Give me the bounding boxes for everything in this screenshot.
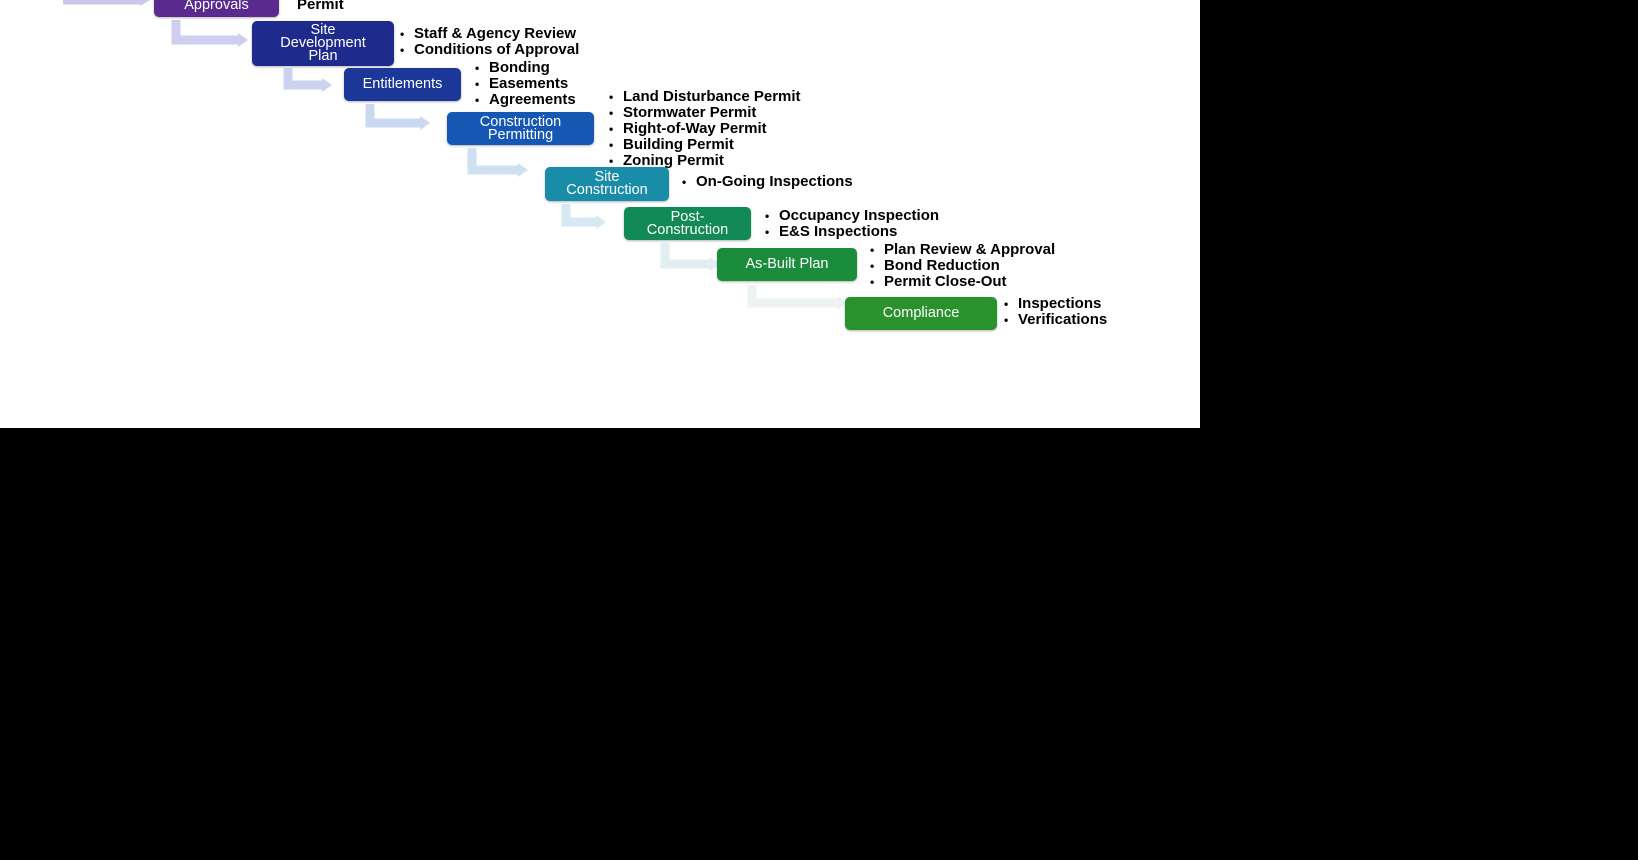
arrowhead-7 <box>838 296 846 310</box>
arrowhead-6 <box>710 257 720 271</box>
bullet-text: Right-of-Way Permit <box>623 120 767 137</box>
step-site-construction: Site Construction <box>545 167 669 201</box>
step-site-development-plan: Site Development Plan <box>252 21 394 66</box>
bullet-item: Land Disturbance Permit <box>609 89 801 105</box>
step-post-construction: Post- Construction <box>624 207 751 240</box>
step-label: Site <box>594 169 620 185</box>
bullet-item: Zoning Permit <box>609 153 801 169</box>
step-label: Construction <box>566 182 648 198</box>
bullet-item: Stormwater Permit <box>609 105 801 121</box>
bullet-text: Plan Review & Approval <box>884 241 1056 258</box>
bullet-text: Verifications <box>1018 311 1108 328</box>
bullets-site-construction: On-Going Inspections <box>682 174 853 190</box>
bullets-site-development-plan: Staff & Agency Review Conditions of Appr… <box>400 26 579 58</box>
bullet-text: Staff & Agency Review <box>414 25 576 42</box>
bullet-item: Easements <box>475 76 576 92</box>
bullet-text: Bond Reduction <box>884 257 1000 274</box>
bullet-text: Occupancy Inspection <box>779 207 940 224</box>
step-label: Entitlements <box>362 76 443 92</box>
step-label: As-Built Plan <box>745 256 829 272</box>
arrowhead-3 <box>420 116 430 130</box>
arrowhead-4 <box>518 163 528 177</box>
bullet-item: Verifications <box>1004 312 1107 328</box>
bullet-item: Bonding <box>475 60 576 76</box>
bullets-post-construction: Occupancy Inspection E&S Inspections <box>765 208 939 240</box>
arrow-3 <box>365 104 420 128</box>
bullet-item: Inspections <box>1004 296 1107 312</box>
arrowhead-0 <box>140 0 150 6</box>
arrow-6 <box>660 243 710 269</box>
step-label: Plan <box>308 48 338 64</box>
arrow-2 <box>283 68 322 90</box>
bullet-text: Bonding <box>489 59 550 76</box>
bullet-item: On-Going Inspections <box>682 174 853 190</box>
bullets-approvals: Permit <box>297 0 344 12</box>
bullet-text: Inspections <box>1018 295 1102 312</box>
bullet-text: Stormwater Permit <box>623 104 757 121</box>
step-label: Site <box>310 22 336 38</box>
bullets-construction-permitting: Land Disturbance Permit Stormwater Permi… <box>609 89 801 169</box>
bullet-item: Conditions of Approval <box>400 42 579 58</box>
process-diagram: Approvals Permit Site Development Plan S… <box>0 0 1200 428</box>
bullet-text: Permit <box>297 0 344 13</box>
step-label: Construction <box>646 221 729 238</box>
bullet-item: Bond Reduction <box>870 258 1055 274</box>
bullet-text: Zoning Permit <box>623 152 724 169</box>
bullet-item: Right-of-Way Permit <box>609 121 801 137</box>
bullet-text: Land Disturbance Permit <box>623 88 801 105</box>
step-compliance: Compliance <box>845 297 997 330</box>
step-label: Permitting <box>487 126 554 143</box>
step-label: Approvals <box>184 0 249 13</box>
step-as-built-plan: As-Built Plan <box>717 248 857 281</box>
step-entitlements: Entitlements <box>344 68 461 101</box>
bullet-item: Occupancy Inspection <box>765 208 939 224</box>
arrow-4 <box>467 148 518 175</box>
bullet-text: Conditions of Approval <box>414 41 580 58</box>
bullets-entitlements: Bonding Easements Agreements <box>475 60 576 108</box>
arrow-5 <box>561 204 596 227</box>
bullet-text: Easements <box>489 75 569 92</box>
bullet-item: E&S Inspections <box>765 224 939 240</box>
bullet-item: Building Permit <box>609 137 801 153</box>
bullet-text: Permit Close-Out <box>884 273 1007 290</box>
step-label: Post- <box>670 208 705 225</box>
arrowhead-1 <box>238 33 248 47</box>
arrow-1 <box>171 20 238 45</box>
bullet-item: Permit <box>297 0 344 12</box>
bullet-item: Permit Close-Out <box>870 274 1055 290</box>
connector-arrows <box>63 0 846 310</box>
bullet-text: On-Going Inspections <box>696 173 853 190</box>
step-label: Development <box>280 35 366 51</box>
step-construction-permitting: Construction Permitting <box>447 112 594 145</box>
arrowhead-2 <box>322 78 332 92</box>
bullet-text: E&S Inspections <box>779 223 898 240</box>
arrowhead-5 <box>596 215 606 229</box>
bullet-item: Staff & Agency Review <box>400 26 579 42</box>
step-label: Compliance <box>882 305 960 321</box>
bullet-text: Agreements <box>489 91 576 108</box>
bullet-text: Building Permit <box>623 136 734 153</box>
step-label: Construction <box>479 113 562 130</box>
arrow-7 <box>747 285 838 308</box>
bullets-as-built-plan: Plan Review & Approval Bond Reduction Pe… <box>870 242 1055 290</box>
bullet-item: Plan Review & Approval <box>870 242 1055 258</box>
step-approvals: Approvals <box>154 0 279 17</box>
bullet-item: Agreements <box>475 92 576 108</box>
bullets-compliance: Inspections Verifications <box>1004 296 1107 328</box>
